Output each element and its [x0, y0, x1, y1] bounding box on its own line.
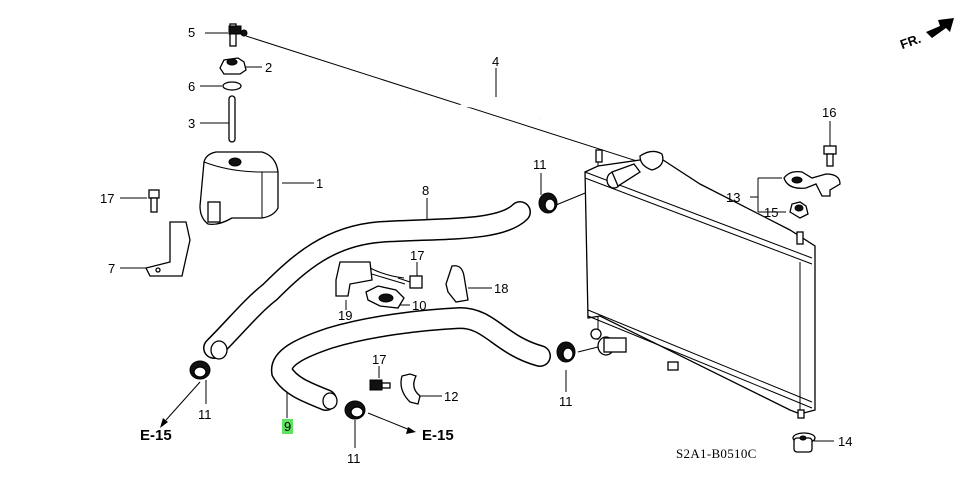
washer-part — [222, 81, 242, 91]
cap-fitting-part — [228, 23, 248, 47]
hose-band-part — [189, 360, 211, 380]
diagram-code: S2A1-B0510C — [676, 446, 757, 461]
callout-13[interactable]: 13 — [726, 190, 741, 205]
callout-11[interactable]: 11 — [347, 451, 361, 466]
flange-bolt-part — [369, 267, 423, 289]
callout-11[interactable]: 11 — [559, 394, 573, 409]
hose-band-part — [538, 192, 558, 214]
callout-17[interactable]: 17 — [410, 248, 425, 263]
callout-18[interactable]: 18 — [494, 281, 509, 296]
hose-band-part — [556, 341, 576, 363]
hose-band-part — [344, 400, 366, 420]
hose-clamp-part — [365, 285, 405, 309]
callout-2[interactable]: 2 — [265, 60, 273, 75]
reference-e15-right[interactable]: E-15 — [422, 427, 454, 444]
callout-10[interactable]: 10 — [412, 298, 427, 313]
flange-bolt-part — [369, 379, 391, 391]
reference-e15-left[interactable]: E-15 — [140, 427, 172, 444]
hose-clip-part — [400, 373, 421, 405]
callout-8[interactable]: 8 — [422, 183, 430, 198]
hose-clip-part — [445, 265, 469, 303]
tube-part — [228, 95, 236, 143]
arrow-right-icon — [926, 18, 954, 38]
reserve-tank-part — [199, 151, 279, 226]
radiator-part — [584, 149, 816, 419]
callout-15[interactable]: 15 — [764, 205, 779, 220]
callout-16[interactable]: 16 — [822, 105, 837, 120]
callout-17[interactable]: 17 — [100, 191, 115, 206]
callout-1[interactable]: 1 — [316, 176, 324, 191]
callout-3[interactable]: 3 — [188, 116, 196, 131]
callout-11[interactable]: 11 — [198, 407, 212, 422]
callout-19[interactable]: 19 — [338, 308, 353, 323]
bracket-bolt-part — [823, 145, 837, 167]
radiator-bracket-part — [783, 170, 841, 197]
tank-bracket-part — [145, 221, 191, 277]
callout-11[interactable]: 11 — [533, 157, 547, 172]
callout-5[interactable]: 5 — [188, 25, 196, 40]
flange-nut-part — [789, 201, 809, 219]
tank-cap-part — [219, 57, 247, 75]
flange-bolt-part — [148, 189, 160, 213]
radiator-cushion-part — [792, 432, 816, 453]
callout-12[interactable]: 12 — [444, 389, 459, 404]
clamp-stay-part — [335, 261, 373, 297]
callout-9-highlighted[interactable]: 9 — [282, 419, 294, 434]
callout-6[interactable]: 6 — [188, 79, 196, 94]
callout-4[interactable]: 4 — [492, 54, 500, 69]
callout-14[interactable]: 14 — [838, 434, 853, 449]
callout-7[interactable]: 7 — [108, 261, 116, 276]
callout-17[interactable]: 17 — [372, 352, 387, 367]
arrow-head-icon — [160, 418, 168, 428]
arrow-head-icon — [406, 427, 416, 434]
